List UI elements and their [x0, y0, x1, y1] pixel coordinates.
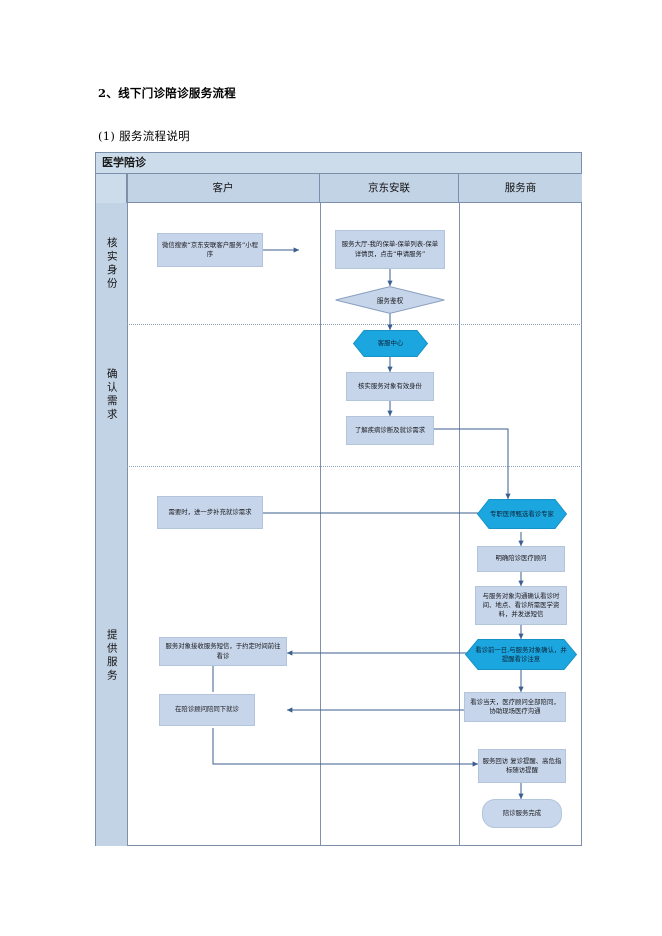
- column-header-row: 客户 京东安联 服务商: [96, 174, 582, 203]
- lane-label-verify-text: 核实身份: [105, 236, 118, 291]
- flow-node-n11-label: 看诊前一日,与服务对象确认，并提醒看诊注意: [475, 645, 567, 663]
- flow-node-n3[interactable]: 服务鉴权: [335, 286, 445, 314]
- lane-header-spacer: [96, 174, 127, 203]
- column-divider-2: [459, 203, 460, 846]
- flow-node-n3-label: 服务鉴权: [376, 297, 404, 305]
- flow-node-n8-label: 专职医师甄选看诊专家: [490, 509, 554, 518]
- column-header-provider: 服务商: [459, 174, 582, 203]
- flow-node-n13[interactable]: 看诊当天，医疗顾问全部陪同，协助现场医疗沟通: [464, 692, 566, 722]
- flow-node-n4-label: 客服中心: [377, 339, 404, 348]
- flow-node-n1[interactable]: 微信搜索“京东安联客户服务”小程序: [157, 233, 263, 267]
- page-title: 2、线下门诊陪诊服务流程: [98, 86, 237, 100]
- lane-column-divider: [127, 174, 128, 846]
- flow-node-n4[interactable]: 客服中心: [353, 330, 428, 357]
- lane-label-confirm-text: 确认需求: [105, 368, 118, 422]
- flow-node-n5[interactable]: 核实服务对象有效身份: [346, 372, 434, 401]
- lane-separator-2: [127, 466, 582, 467]
- flow-node-n6[interactable]: 了解疾病诊断及就诊需求: [346, 416, 434, 445]
- lane-label-serve: 提供服务: [96, 466, 127, 846]
- flow-node-n16[interactable]: 陪诊服务完成: [482, 799, 562, 828]
- flow-node-n14[interactable]: 在陪诊顾问陪同下就诊: [159, 694, 255, 726]
- flow-node-n9[interactable]: 明确陪诊医疗顾问: [477, 546, 565, 572]
- lane-label-serve-text: 提供服务: [105, 629, 118, 683]
- flow-node-n7[interactable]: 需要时，进一步补充就诊需求: [157, 496, 263, 529]
- column-header-customer: 客户: [127, 174, 320, 203]
- flowchart-title: 医学陪诊: [96, 153, 581, 174]
- flow-node-n11[interactable]: 看诊前一日,与服务对象确认，并提醒看诊注意: [465, 639, 577, 670]
- lane-label-confirm: 确认需求: [96, 324, 127, 466]
- flow-node-n12[interactable]: 服务对象接收服务短信，于约定时间前往看诊: [159, 637, 287, 666]
- lane-label-verify: 核实身份: [96, 203, 127, 324]
- column-divider-1: [320, 203, 321, 846]
- flow-node-n15[interactable]: 服务回访 复诊提醒、高危指标随访提醒: [478, 749, 566, 783]
- column-header-jdal: 京东安联: [320, 174, 459, 203]
- flow-node-n10[interactable]: 与服务对象沟通确认看诊时间、地点、看诊所需医学资料，并发送短信: [475, 586, 567, 625]
- swimlane-flowchart: 医学陪诊 客户 京东安联 服务商 核实身份 确认需求 提供服务: [95, 152, 582, 846]
- flow-node-n2[interactable]: 服务大厅-我的保单-保单列表-保单详情页，点击“申请服务”: [335, 230, 445, 269]
- flow-node-n8[interactable]: 专职医师甄选看诊专家: [477, 499, 567, 529]
- section-subtitle: (1) 服务流程说明: [98, 129, 190, 143]
- lane-separator-1: [127, 324, 582, 325]
